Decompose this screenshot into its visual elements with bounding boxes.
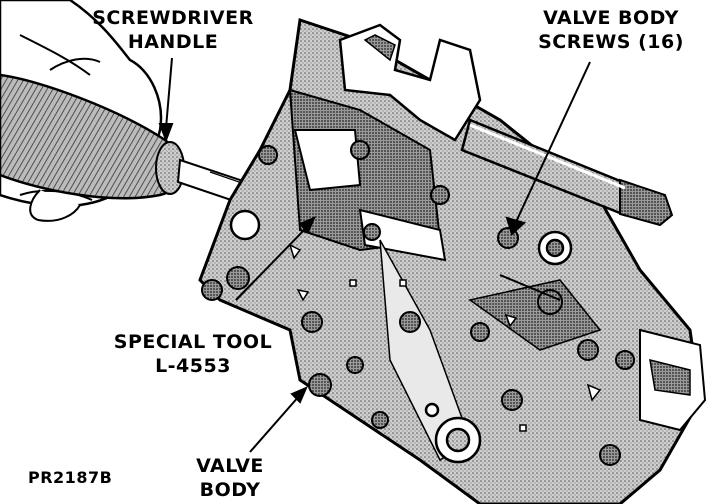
screw: [258, 145, 278, 165]
screw: [226, 266, 250, 290]
screwdriver-label-line2: HANDLE: [127, 31, 219, 53]
screwdriver-label-line1: SCREWDRIVER: [92, 7, 254, 29]
screw: [599, 444, 621, 466]
screws-label-line1: VALVE BODY: [543, 7, 679, 29]
valve-body-label: VALVE BODY: [180, 454, 280, 502]
screw: [577, 339, 599, 361]
screw: [399, 311, 421, 333]
valve-body-screws: [201, 140, 635, 466]
arrow-screws: [515, 61, 591, 223]
screw: [371, 411, 389, 429]
valve-rod: [460, 118, 674, 227]
arrow-tool: [235, 225, 309, 301]
body-label-line2: BODY: [199, 479, 261, 501]
special-tool-label: SPECIAL TOOL L-4553: [108, 330, 278, 378]
screw: [363, 223, 381, 241]
screw: [537, 289, 563, 315]
screw: [430, 185, 450, 205]
screw: [201, 279, 223, 301]
valve-body-screws-label: VALVE BODY SCREWS (16): [518, 6, 704, 54]
screws-label-line2: SCREWS (16): [538, 31, 684, 53]
tool-label-line1: SPECIAL TOOL: [113, 331, 273, 353]
tool-label-line2: L-4553: [155, 355, 231, 377]
screw: [470, 322, 490, 342]
screw: [350, 140, 370, 160]
body-label-line1: VALVE: [196, 455, 264, 477]
screw: [301, 311, 323, 333]
screw: [615, 350, 635, 370]
bores: [229, 209, 573, 464]
arrow-body: [249, 394, 301, 453]
screwdriver-handle-label: SCREWDRIVER HANDLE: [88, 6, 258, 54]
screw: [501, 389, 523, 411]
feature-marks: [288, 243, 602, 432]
screw: [308, 373, 332, 397]
arrow-screwdriver: [165, 57, 173, 129]
screw: [346, 356, 364, 374]
leader-arrows: [158, 57, 591, 453]
figure-code: PR2187B: [28, 468, 113, 487]
